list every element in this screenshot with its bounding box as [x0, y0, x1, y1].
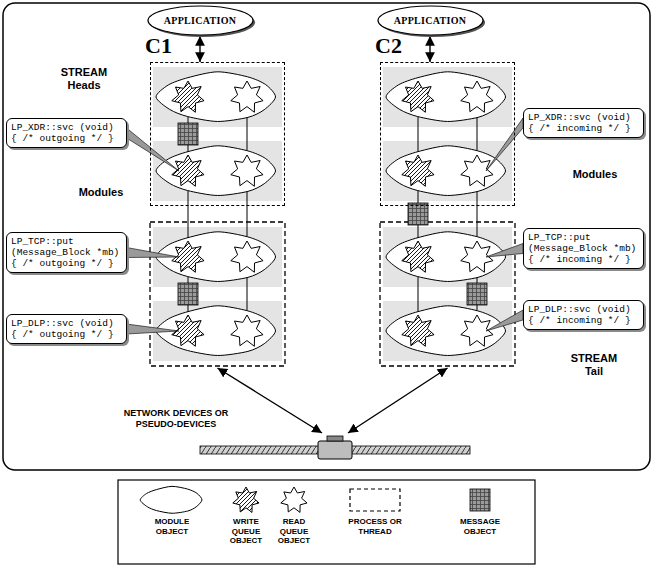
flow-arrow — [429, 36, 430, 62]
module-object — [156, 146, 275, 196]
legend-text: MODULE OBJECT — [140, 517, 204, 536]
code-callout: LP_XDR::svc (void) { /* incoming */ } — [523, 108, 644, 138]
device-arrow — [218, 368, 323, 433]
layer-band — [383, 141, 512, 201]
diagram-frame — [3, 3, 650, 470]
process-box — [380, 222, 515, 366]
module-object — [156, 72, 275, 122]
application-name: APPLICATION — [164, 15, 237, 26]
code-text: LP_DLP::svc (void) { /* incoming */ } — [528, 304, 639, 326]
code-text: LP_XDR::svc (void) { /* incoming */ } — [528, 112, 639, 134]
layer-band — [153, 141, 282, 201]
cable-connector — [318, 441, 352, 459]
section-label: STREAM Heads — [52, 66, 116, 92]
write-queue — [172, 155, 204, 186]
cable-connector — [327, 436, 343, 441]
leader-wedge — [486, 244, 523, 258]
code-callout: LP_TCP::put (Message_Block *mb) { /* out… — [6, 232, 127, 273]
ellipse-outline — [378, 6, 483, 35]
read-queue — [231, 81, 263, 112]
queue-link — [247, 97, 248, 331]
message-object — [178, 123, 198, 145]
leader-wedge — [127, 248, 179, 258]
process-box: C2 — [380, 62, 515, 206]
message-object — [470, 489, 490, 511]
message-object — [467, 283, 487, 305]
section-label: STREAM Tail — [562, 352, 626, 378]
application-ellipse: APPLICATION — [147, 5, 254, 36]
code-text: LP_XDR::svc (void) { /* outgoing */ } — [11, 122, 122, 144]
layer-band — [153, 67, 282, 127]
message-object — [408, 203, 428, 225]
leader-wedge — [127, 324, 179, 334]
message-object — [178, 283, 198, 305]
write-queue — [402, 241, 434, 272]
read-queue — [281, 487, 307, 512]
write-queue — [172, 81, 204, 112]
module-object — [386, 72, 505, 122]
code-text: LP_TCP::put (Message_Block *mb) { /* out… — [11, 236, 122, 269]
legend-frame — [118, 480, 535, 564]
layer-band — [383, 67, 512, 127]
application-ellipse: APPLICATION — [377, 5, 484, 36]
process-box — [150, 222, 285, 366]
application-name: APPLICATION — [394, 15, 467, 26]
read-queue — [231, 315, 263, 346]
read-queue — [461, 155, 493, 186]
legend-text: MESSAGE OBJECT — [448, 517, 512, 536]
write-queue — [233, 487, 259, 512]
device-arrow — [348, 368, 448, 433]
process-box: C1 — [150, 62, 285, 206]
legend-text: PROCESS OR THREAD — [343, 517, 407, 536]
code-text: LP_DLP::svc (void) { /* outgoing */ } — [11, 318, 122, 340]
leader-wedge — [486, 118, 523, 171]
leader-wedge — [486, 310, 523, 331]
device-label: NETWORK DEVICES OR PSEUDO-DEVICES — [120, 408, 232, 430]
ellipse-outline — [148, 6, 253, 35]
layer-band — [383, 301, 512, 361]
legend-text: WRITE QUEUE OBJECT — [224, 517, 268, 546]
section-label: Modules — [66, 186, 136, 199]
read-queue — [461, 81, 493, 112]
legend-module-swatch — [140, 486, 202, 513]
legend-text: READ QUEUE OBJECT — [272, 517, 316, 546]
module-object — [386, 146, 505, 196]
write-queue — [402, 81, 434, 112]
read-queue — [231, 241, 263, 272]
stream-name: C2 — [375, 33, 402, 59]
code-callout: LP_DLP::svc (void) { /* incoming */ } — [523, 300, 644, 330]
flow-arrow — [199, 36, 200, 62]
legend-process-swatch — [350, 489, 400, 511]
write-queue — [402, 155, 434, 186]
section-label: Modules — [560, 168, 630, 181]
write-queue — [402, 315, 434, 346]
stream-name: C1 — [145, 33, 172, 59]
code-callout: LP_TCP::put (Message_Block *mb) { /* inc… — [523, 228, 644, 269]
leader-wedge — [127, 128, 179, 171]
code-callout: LP_DLP::svc (void) { /* outgoing */ } — [6, 314, 127, 344]
code-text: LP_TCP::put (Message_Block *mb) { /* inc… — [528, 232, 639, 265]
layer-band — [383, 227, 512, 287]
code-callout: LP_XDR::svc (void) { /* outgoing */ } — [6, 118, 127, 148]
read-queue — [231, 155, 263, 186]
